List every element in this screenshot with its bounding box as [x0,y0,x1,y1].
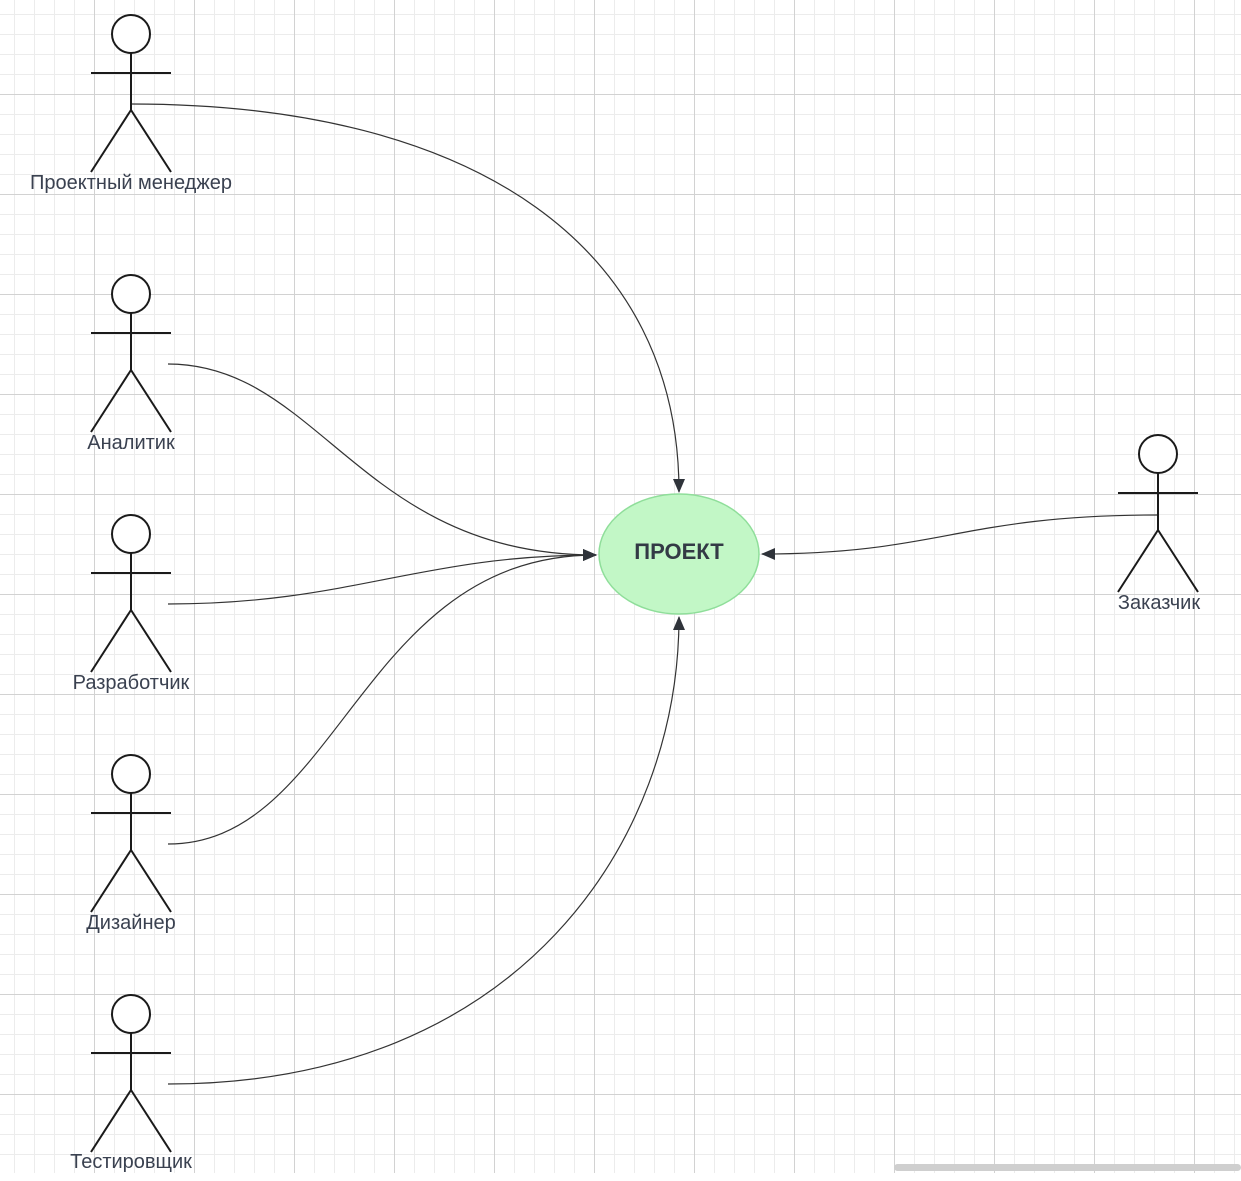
actor-figure-analyst[interactable] [90,274,172,433]
actor-label-tester: Тестировщик [70,1151,192,1173]
actor-figure-pm[interactable] [90,14,172,173]
connector-developer[interactable] [167,549,597,605]
actor-figure-customer[interactable] [1117,434,1199,593]
connector-pm[interactable] [130,103,685,493]
connector-customer[interactable] [761,514,1159,560]
connector-analyst[interactable] [167,363,597,561]
use-case-label: ПРОЕКТ [634,539,724,564]
canvas-bottom-edge [0,1173,1241,1181]
actor-label-customer: Заказчик [1117,592,1201,614]
actor-figure-designer[interactable] [90,754,172,913]
actor-label-analyst: Аналитик [87,432,175,454]
connector-designer[interactable] [167,549,597,845]
use-case-ellipse[interactable] [598,493,760,615]
connector-tester[interactable] [167,616,685,1085]
actor-label-designer: Дизайнер [86,912,176,934]
actor-figure-tester[interactable] [90,994,172,1153]
actor-label-developer: Разработчик [72,672,190,694]
actor-figure-developer[interactable] [90,514,172,673]
horizontal-scrollbar[interactable] [894,1164,1241,1171]
actor-label-pm: Проектный менеджер [30,172,232,194]
